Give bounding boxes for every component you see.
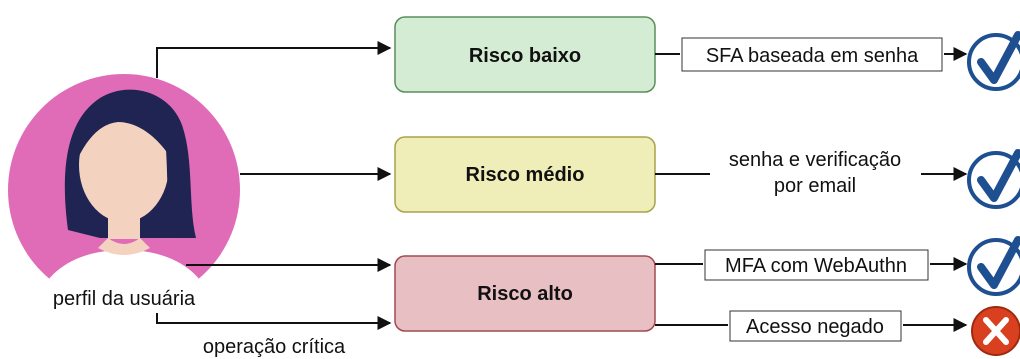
- user-label-text: perfil da usuária: [53, 288, 196, 310]
- method-medium-line1: senha e verificação: [729, 149, 901, 171]
- method-high-text: MFA com WebAuthn: [725, 255, 907, 277]
- method-low-text: SFA baseada em senha: [706, 45, 919, 67]
- connector-critical: [156, 313, 392, 330]
- risk-box-high: Risco alto: [394, 255, 656, 332]
- bangs: [78, 99, 173, 160]
- critical-operation-label: operação crítica: [182, 333, 366, 359]
- method-connectors: [655, 47, 968, 332]
- critical-operation-text: operação crítica: [203, 336, 346, 358]
- risk-box-medium: Risco médio: [394, 136, 656, 213]
- face: [79, 108, 169, 222]
- risk-low-label: Risco baixo: [469, 45, 581, 67]
- check-icon: [967, 236, 1020, 296]
- risk-high-label: Risco alto: [477, 283, 573, 305]
- x-icon: [971, 306, 1020, 356]
- connector-low: [156, 41, 392, 78]
- check-icon: [967, 31, 1020, 91]
- risk-medium-label: Risco médio: [466, 164, 585, 186]
- risk-box-low: Risco baixo: [394, 16, 656, 93]
- method-label-medium: senha e verificação por email: [711, 144, 920, 202]
- method-medium-line2: por email: [774, 175, 856, 197]
- connectors: [156, 41, 392, 330]
- denied-text: Acesso negado: [746, 316, 884, 338]
- method-label-high: MFA com WebAuthn: [704, 249, 929, 281]
- denied-label: Acesso negado: [729, 310, 902, 342]
- user-label: perfil da usuária: [30, 282, 218, 313]
- method-label-low: SFA baseada em senha: [681, 37, 943, 72]
- check-icon: [967, 149, 1020, 209]
